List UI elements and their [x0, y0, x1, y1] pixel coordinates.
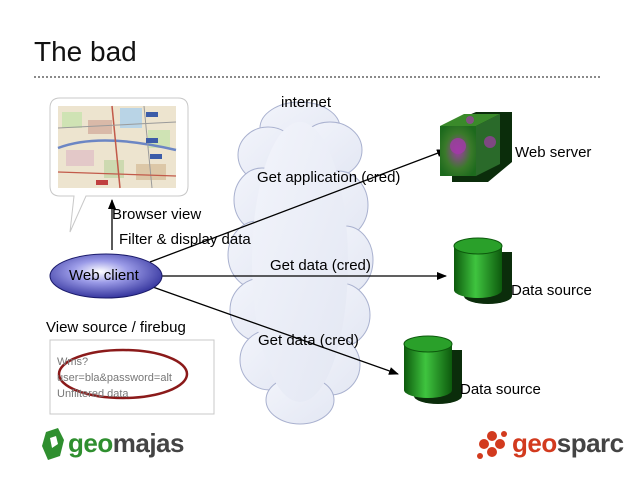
geosparc-logo-part2: sparc [556, 428, 624, 458]
get-data-label-1: Get data (cred) [270, 257, 371, 274]
arrow-to-web-server [149, 149, 447, 263]
web-server-label: Web server [515, 144, 592, 161]
geomajas-logo-part2: majas [112, 428, 185, 458]
geomajas-logo-part1: geo [68, 428, 113, 458]
map-thumbnail [57, 105, 177, 189]
geomajas-logo-icon [42, 428, 64, 460]
web-server-icon [440, 112, 512, 182]
view-source-label: View source / firebug [46, 319, 186, 336]
source-line-unfiltered: Unfiltered data [57, 388, 129, 400]
get-data-label-2: Get data (cred) [258, 332, 359, 349]
browser-view-label: Browser view [112, 206, 202, 223]
geosparc-logo: geosparc [512, 428, 624, 459]
data-source-1-label: Data source [511, 282, 592, 299]
web-client-node [49, 253, 163, 299]
source-line-credentials: user=bla&password=alt [57, 372, 172, 384]
internet-label: internet [281, 94, 332, 111]
filter-display-label: Filter & display data [119, 231, 251, 248]
geosparc-logo-icon [477, 431, 507, 459]
data-source-2-label: Data source [460, 381, 541, 398]
data-source-2-icon [403, 335, 462, 404]
arrow-to-data-source-2 [149, 285, 399, 375]
title-divider [34, 76, 600, 78]
internet-cloud [227, 101, 374, 425]
slide-title: The bad [34, 36, 137, 67]
source-box: Wms? user=bla&password=alt Unfiltered da… [57, 354, 172, 402]
geosparc-logo-part1: geo [512, 428, 557, 458]
web-client-label: Web client [69, 267, 139, 284]
data-source-1-icon [453, 237, 512, 304]
source-line-wms: Wms? [57, 356, 89, 368]
get-application-label: Get application (cred) [257, 169, 401, 186]
geomajas-logo: geomajas [68, 428, 184, 459]
